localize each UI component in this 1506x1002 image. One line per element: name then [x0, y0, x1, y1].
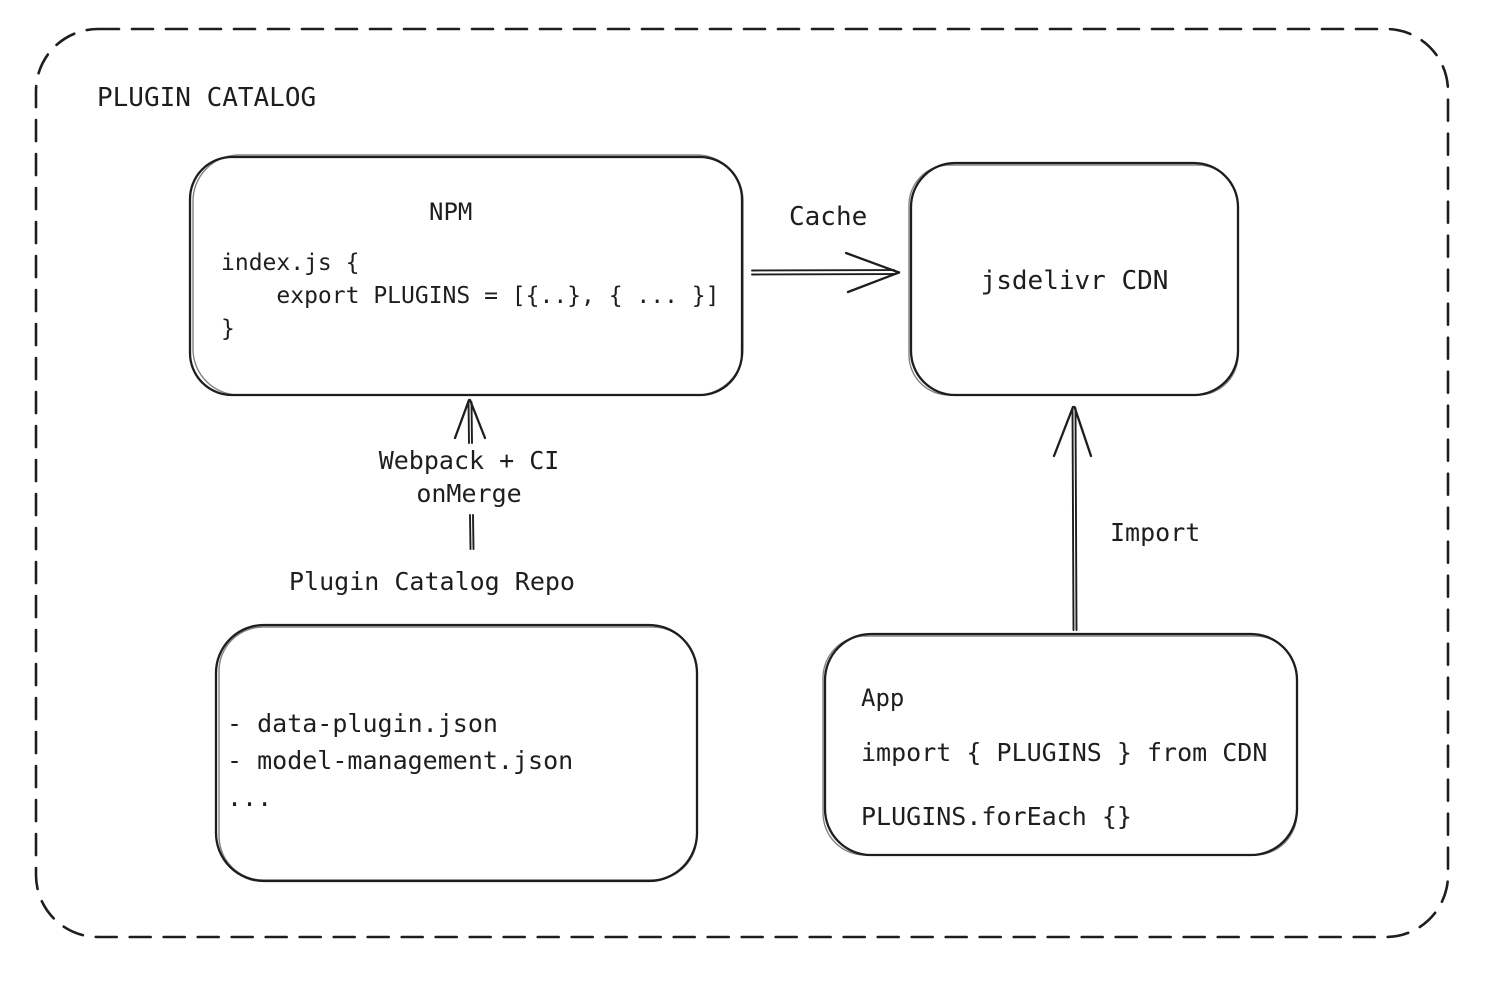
- repo-box-files: - data-plugin.json - model-management.js…: [227, 709, 574, 812]
- cdn-box-shape: [908, 161, 1240, 397]
- npm-box-shape: [188, 154, 744, 397]
- npm-box-code: index.js { export PLUGINS = [{..}, { ...…: [221, 250, 720, 342]
- cache-arrow-label: Cache: [789, 202, 868, 232]
- cache-arrow: [751, 251, 901, 294]
- repo-box-title: Plugin Catalog Repo: [289, 567, 575, 596]
- import-arrow-label: Import: [1110, 518, 1201, 547]
- catalog-frame-border: [34, 27, 1450, 939]
- npm-box-title: NPM: [429, 198, 473, 226]
- import-arrow: [1052, 405, 1093, 631]
- diagram-title: PLUGIN CATALOG: [97, 83, 317, 113]
- app-box-shape: [822, 632, 1299, 857]
- merge-arrow-label: Webpack + CI onMerge: [378, 446, 560, 508]
- merge-arrow: [453, 398, 487, 550]
- repo-box-shape: [214, 623, 699, 883]
- app-box-title: App: [861, 684, 905, 712]
- app-box-code: import { PLUGINS } from CDN PLUGINS.forE…: [861, 738, 1268, 831]
- cdn-box-label: jsdelivr CDN: [980, 266, 1169, 296]
